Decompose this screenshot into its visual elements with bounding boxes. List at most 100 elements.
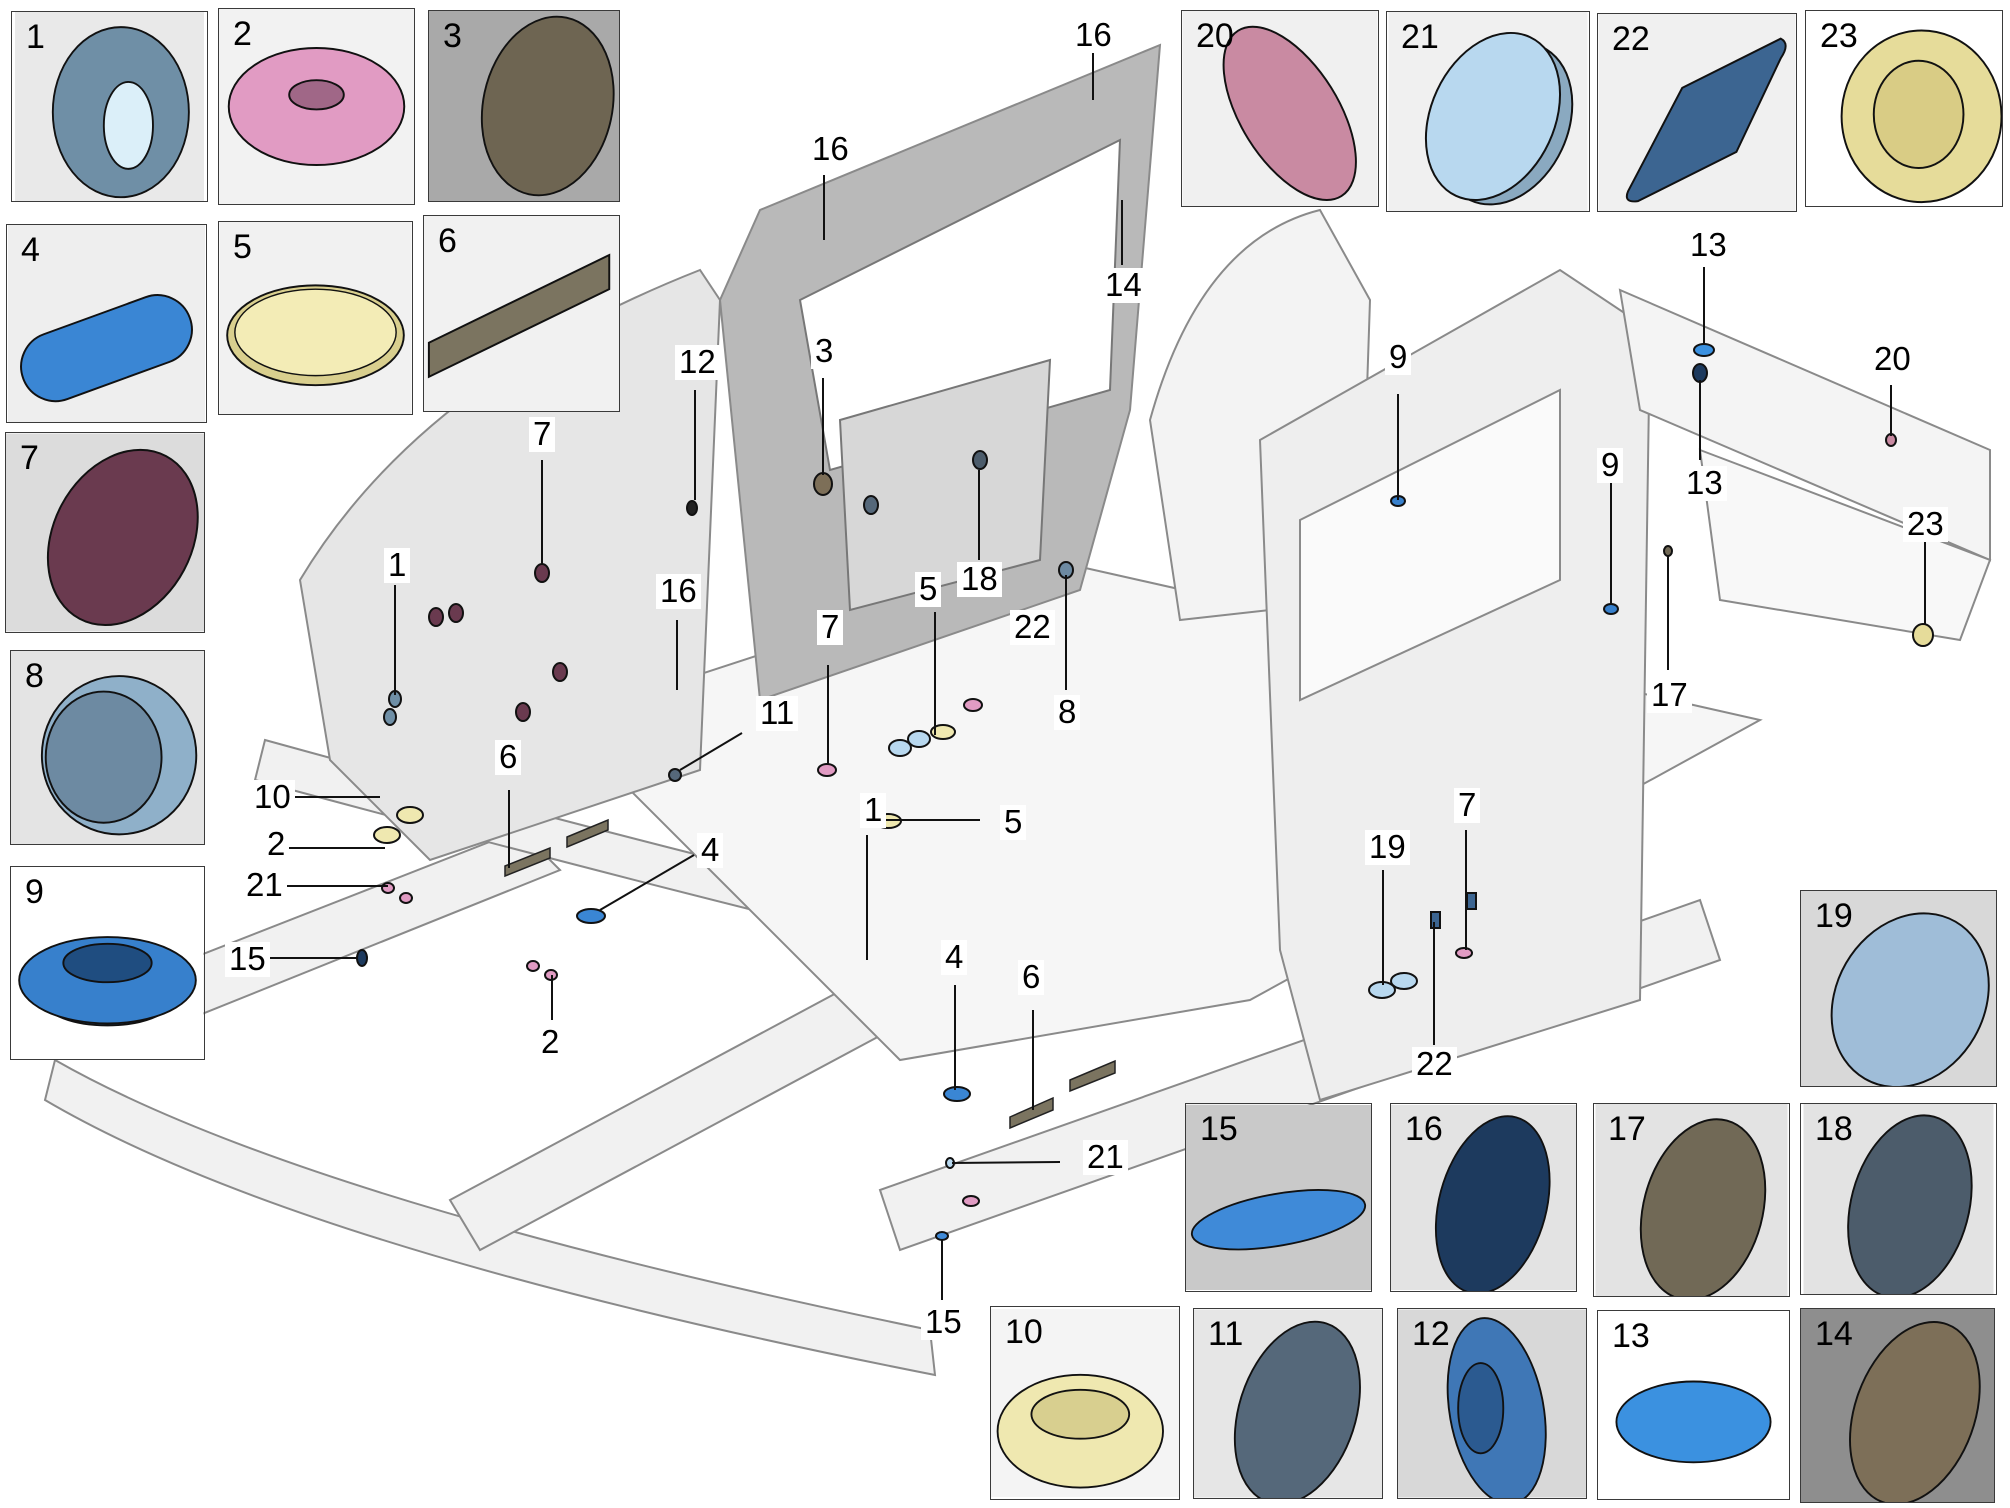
callout-15: 15 (225, 941, 270, 977)
callout-14: 14 (1101, 267, 1146, 303)
cap-plug-icon (11, 651, 204, 844)
panel-number: 15 (1200, 1110, 1238, 1148)
part-panel-11: 11 (1193, 1308, 1383, 1499)
flat-disc-icon (1186, 1105, 1371, 1290)
front-bumper-beam (43, 1058, 937, 1377)
part-panel-9: 9 (10, 866, 205, 1060)
callout-20: 20 (1870, 341, 1915, 377)
part-panel-16: 16 (1390, 1103, 1577, 1292)
panel-number: 14 (1815, 1315, 1853, 1353)
part-panel-17: 17 (1593, 1103, 1790, 1297)
callout-16: 16 (656, 573, 701, 609)
cap-plug-icon (1388, 12, 1588, 211)
panel-number: 6 (438, 222, 457, 260)
panel-number: 4 (21, 231, 40, 269)
oval-plug-icon (8, 225, 205, 422)
clip-plug-icon (1398, 1309, 1586, 1498)
callout-9: 9 (1385, 339, 1412, 375)
flat-disc-icon (1194, 1309, 1382, 1498)
panel-number: 18 (1815, 1110, 1853, 1148)
part-panel-22: 22 (1597, 13, 1797, 212)
callout-16: 16 (808, 131, 853, 167)
callout-11: 11 (756, 695, 799, 731)
ring-grommet-icon (11, 867, 204, 1059)
part-panel-23: 23 (1805, 10, 2003, 207)
callout-21: 21 (242, 867, 287, 903)
panel-number: 3 (443, 17, 462, 55)
callout-1: 1 (860, 792, 887, 828)
panel-number: 21 (1401, 18, 1439, 56)
callout-15: 15 (921, 1304, 966, 1340)
part-panel-7: 7 (5, 432, 205, 633)
panel-number: 19 (1815, 897, 1853, 935)
panel-number: 13 (1612, 1317, 1650, 1355)
flat-disc-icon (1595, 1104, 1788, 1296)
part-panel-21: 21 (1386, 11, 1590, 212)
panel-number: 7 (20, 439, 39, 477)
callout-7: 7 (817, 609, 844, 645)
part-panel-6: 6 (423, 215, 620, 412)
ring-grommet-icon (15, 12, 204, 201)
panel-number: 16 (1405, 1110, 1443, 1148)
tape-strip-icon (424, 216, 619, 411)
panel-number: 2 (233, 15, 252, 53)
callout-18: 18 (957, 561, 1002, 597)
part-panel-1: 1 (11, 11, 208, 202)
flat-disc-icon (1599, 1311, 1788, 1499)
callout-5: 5 (915, 571, 942, 607)
panel-number: 20 (1196, 17, 1234, 55)
flat-disc-icon (6, 433, 204, 632)
rect-plug-icon (1598, 14, 1796, 211)
ring-grommet-icon (1806, 11, 2002, 206)
part-panel-5: 5 (218, 221, 413, 415)
callout-5: 5 (1000, 804, 1027, 840)
callout-9: 9 (1597, 447, 1624, 483)
callout-23: 23 (1903, 506, 1948, 542)
panel-number: 17 (1608, 1110, 1646, 1148)
callout-12: 12 (675, 344, 720, 380)
panel-number: 9 (25, 873, 44, 911)
callout-2: 2 (263, 826, 290, 862)
panel-number: 1 (26, 18, 45, 56)
callout-6: 6 (1018, 959, 1045, 995)
part-panel-4: 4 (6, 224, 207, 423)
flat-disc-icon (429, 11, 619, 201)
panel-number: 5 (233, 228, 252, 266)
callout-6: 6 (495, 739, 522, 775)
flat-disc-icon (1182, 11, 1378, 206)
callout-22: 22 (1010, 609, 1055, 645)
callout-7: 7 (1454, 787, 1481, 823)
stepped-grommet-icon (219, 9, 414, 204)
part-panel-13: 13 (1597, 1310, 1790, 1500)
callout-13: 13 (1682, 465, 1727, 501)
flat-disc-icon (1801, 891, 1996, 1086)
panel-number: 22 (1612, 20, 1650, 58)
part-panel-12: 12 (1397, 1308, 1587, 1499)
callout-22: 22 (1412, 1046, 1457, 1082)
callout-4: 4 (941, 939, 968, 975)
flat-disc-icon (1803, 1104, 1994, 1294)
part-panel-14: 14 (1800, 1308, 1995, 1503)
callout-10: 10 (250, 779, 295, 815)
part-panel-10: 10 (990, 1306, 1180, 1500)
callout-13: 13 (1686, 227, 1731, 263)
panel-number: 23 (1820, 17, 1858, 55)
part-panel-20: 20 (1181, 10, 1379, 207)
callout-16: 16 (1071, 17, 1116, 53)
callout-1: 1 (384, 547, 411, 583)
part-panel-15: 15 (1185, 1103, 1372, 1292)
panel-number: 12 (1412, 1315, 1450, 1353)
part-panel-8: 8 (10, 650, 205, 845)
callout-2: 2 (537, 1024, 564, 1060)
callout-21: 21 (1083, 1139, 1128, 1175)
panel-number: 10 (1005, 1313, 1043, 1351)
panel-number: 8 (25, 657, 44, 695)
callout-4: 4 (697, 832, 724, 868)
part-panel-18: 18 (1800, 1103, 1997, 1295)
part-panel-2: 2 (218, 8, 415, 205)
callout-8: 8 (1054, 694, 1081, 730)
callout-19: 19 (1365, 829, 1410, 865)
flat-disc-icon (1801, 1309, 1994, 1502)
part-panel-19: 19 (1800, 890, 1997, 1087)
